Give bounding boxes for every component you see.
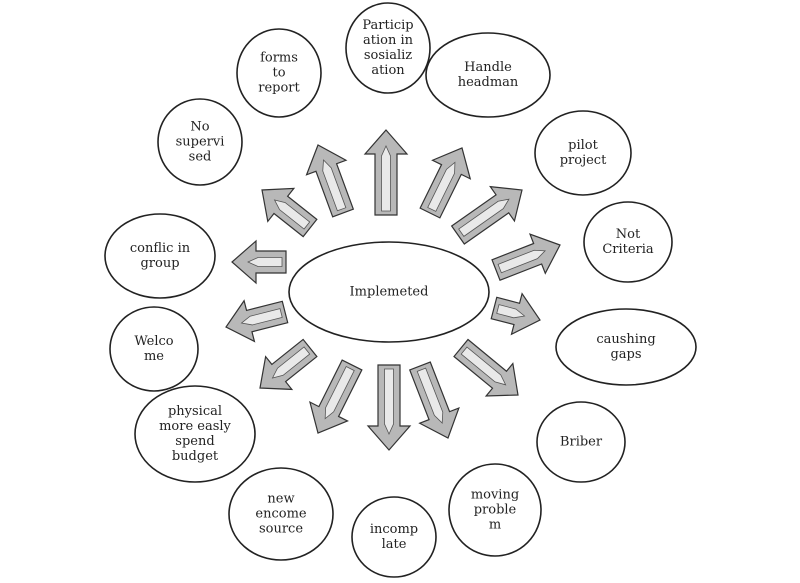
node-label: pilot (568, 138, 598, 153)
node-label: late (382, 537, 407, 552)
node-label: forms (260, 51, 298, 66)
arrow-11 (490, 292, 541, 336)
node-label: new (267, 492, 294, 507)
node-label: sed (189, 150, 212, 165)
arrow-12 (491, 233, 561, 282)
arrow-2 (305, 144, 355, 218)
node-label: Welco (134, 334, 173, 349)
center-node-group: Implemeted (288, 241, 490, 343)
node-label: caushing (596, 332, 655, 347)
center-ellipse (288, 241, 490, 343)
node-label: supervi (176, 135, 225, 150)
node-label: Particip (362, 18, 413, 33)
arrow-1 (363, 129, 409, 216)
node-ellipse (236, 28, 322, 118)
node-ellipse (448, 463, 542, 557)
node-label: sosializ (364, 48, 412, 63)
node-label: encome (255, 507, 307, 522)
node-ellipse (583, 201, 673, 283)
node-label: proble (474, 503, 517, 518)
node-label: Handle (464, 60, 512, 75)
arrow-13 (450, 185, 523, 245)
arrow-3 (261, 187, 318, 238)
arrow-7 (309, 359, 363, 434)
node-label: report (258, 81, 300, 96)
node-label: me (144, 349, 164, 364)
arrow-10 (453, 338, 519, 397)
arrow-4 (231, 239, 287, 285)
node-label: ation (371, 63, 405, 78)
node-label: Not (616, 227, 641, 242)
node-briber: Briber (536, 401, 626, 483)
node-label: gaps (610, 347, 641, 362)
center-label: Implemeted (350, 285, 429, 300)
node-label: project (560, 153, 607, 168)
node-label: m (489, 518, 501, 533)
node-ellipse (345, 2, 431, 94)
node-label: group (140, 256, 179, 271)
node-label: to (272, 66, 285, 81)
node-label: physical (168, 404, 222, 419)
node-ellipse (104, 213, 216, 299)
node-ellipse (425, 32, 551, 118)
arrow-9 (408, 361, 460, 439)
arrow-14 (419, 147, 472, 219)
arrow-5 (225, 299, 289, 343)
node-ellipse (228, 467, 334, 561)
node-label: spend (175, 434, 214, 449)
node-ellipse (534, 110, 632, 196)
node-ellipse (536, 401, 626, 483)
node-label: ation in (363, 33, 414, 48)
node-label: moving (471, 488, 519, 503)
arrows-layer (225, 129, 561, 451)
node-label: source (259, 522, 303, 537)
node-label: more easly (159, 419, 231, 434)
node-ellipse (351, 496, 437, 578)
node-ellipse (134, 385, 256, 483)
arrow-8 (366, 364, 412, 451)
node-label: conflic in (130, 241, 191, 256)
node-label: No (190, 120, 209, 135)
node-label: Briber (560, 435, 603, 450)
node-label: headman (458, 75, 519, 90)
node-label: incomp (370, 522, 418, 537)
node-ellipse (157, 98, 243, 186)
node-ellipse (555, 308, 697, 386)
arrow-6 (259, 338, 318, 391)
node-label: budget (172, 449, 219, 464)
node-label: Criteria (602, 242, 654, 257)
node-ellipse (109, 306, 199, 392)
